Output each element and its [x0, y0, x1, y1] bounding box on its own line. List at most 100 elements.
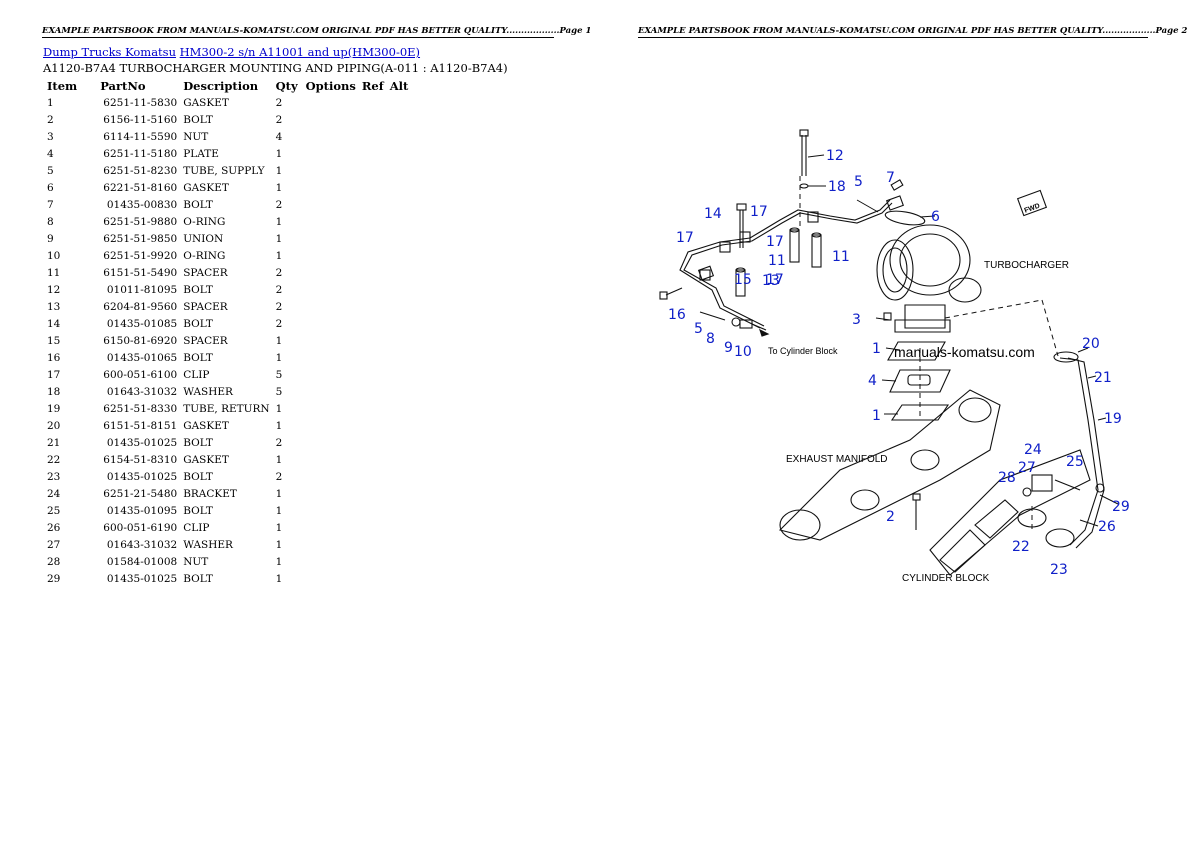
- cell-empty: [303, 196, 359, 213]
- cell-partno: 6251-51-8330: [103, 402, 178, 415]
- label-to-cylinder-block: To Cylinder Block: [768, 346, 838, 356]
- cell-description: O-RING: [183, 249, 226, 262]
- cell-empty: [387, 451, 412, 468]
- callout-number: 16: [668, 307, 686, 323]
- cell-empty: [359, 230, 387, 247]
- cell-description: TUBE, RETURN: [183, 402, 270, 415]
- cell-item: 14: [47, 317, 61, 330]
- cell-empty: [303, 349, 359, 366]
- cell-empty: [387, 196, 412, 213]
- cell-empty: [387, 145, 412, 162]
- cell-empty: [359, 264, 387, 281]
- cell-item: 19: [47, 402, 61, 415]
- cell-empty: [387, 468, 412, 485]
- cell-qty: 1: [275, 232, 283, 245]
- cell-empty: [387, 502, 412, 519]
- callout-number: 25: [1066, 454, 1084, 470]
- cell-qty: 1: [275, 351, 283, 364]
- callout-number: 10: [734, 344, 752, 360]
- cell-empty: [387, 94, 412, 111]
- cell-empty: [303, 179, 359, 196]
- cell-qty: 1: [275, 538, 283, 551]
- cell-empty: [303, 502, 359, 519]
- cell-empty: [387, 400, 412, 417]
- cell-empty: [359, 145, 387, 162]
- cell-item: 17: [47, 368, 61, 381]
- cell-empty: [359, 383, 387, 400]
- cell-description: BOLT: [183, 436, 213, 449]
- cell-item: 20: [47, 419, 61, 432]
- cell-empty: [387, 332, 412, 349]
- cell-empty: [359, 502, 387, 519]
- cell-description: CLIP: [183, 368, 210, 381]
- cell-description: BOLT: [183, 283, 213, 296]
- cell-description: BOLT: [183, 470, 213, 483]
- cell-qty: 1: [275, 249, 283, 262]
- cell-partno: 01435-00830: [106, 198, 178, 211]
- cell-description: UNION: [183, 232, 224, 245]
- cell-empty: [303, 213, 359, 230]
- callout-number: 20: [1082, 336, 1100, 352]
- cell-qty: 2: [275, 317, 283, 330]
- page-header-left: EXAMPLE PARTSBOOK FROM MANUALS-KOMATSU.C…: [42, 26, 592, 38]
- cell-partno: 01643-31032: [106, 385, 178, 398]
- breadcrumb-link-dump-trucks[interactable]: Dump Trucks Komatsu: [43, 45, 176, 59]
- cell-partno: 01435-01025: [106, 470, 178, 483]
- cell-item: 5: [47, 164, 54, 177]
- cell-empty: [387, 298, 412, 315]
- cell-empty: [387, 128, 412, 145]
- cell-description: NUT: [183, 130, 209, 143]
- callout-number: 13: [762, 273, 780, 289]
- cell-description: NUT: [183, 555, 209, 568]
- cell-empty: [359, 128, 387, 145]
- cell-empty: [303, 281, 359, 298]
- callout-number: 2: [886, 509, 895, 525]
- cell-empty: [387, 366, 412, 383]
- diagram-watermark: manuals-komatsu.com: [894, 344, 1035, 360]
- breadcrumb-link-model[interactable]: HM300-2 s/n A11001 and up(HM300-0E): [179, 45, 421, 59]
- cell-item: 2: [47, 113, 54, 126]
- cell-qty: 1: [275, 402, 283, 415]
- cell-item: 8: [47, 215, 54, 228]
- cell-partno: 6221-51-8160: [103, 181, 178, 194]
- table-row: 14 01435-01085 BOLT 2: [44, 315, 411, 332]
- callout-number: 22: [1012, 539, 1030, 555]
- cell-empty: [359, 570, 387, 587]
- cell-item: 15: [47, 334, 61, 347]
- cell-partno: 01435-01065: [106, 351, 178, 364]
- cell-empty: [359, 162, 387, 179]
- cell-partno: 01584-01008: [106, 555, 178, 568]
- cell-empty: [387, 281, 412, 298]
- cell-empty: [303, 417, 359, 434]
- cell-partno: 01435-01085: [106, 317, 178, 330]
- cell-item: 13: [47, 300, 61, 313]
- cell-description: BOLT: [183, 317, 213, 330]
- col-header-qty: Qty: [275, 78, 298, 93]
- cell-description: GASKET: [183, 181, 229, 194]
- cell-empty: [387, 434, 412, 451]
- callout-number: 17: [750, 204, 768, 220]
- cell-item: 24: [47, 487, 61, 500]
- cell-description: TUBE, SUPPLY: [183, 164, 265, 177]
- callout-number: 5: [854, 174, 863, 190]
- cell-empty: [303, 145, 359, 162]
- cell-item: 1: [47, 96, 54, 109]
- cell-partno: 01011-81095: [106, 283, 178, 296]
- callout-number: 17: [676, 230, 694, 246]
